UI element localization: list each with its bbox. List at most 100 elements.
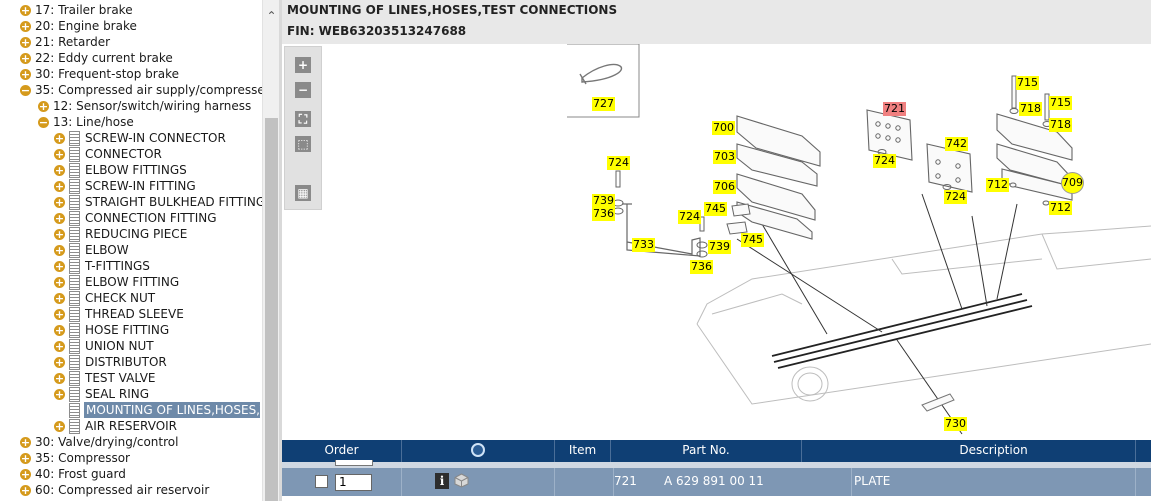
panel-splitter[interactable] — [279, 0, 282, 501]
table-row[interactable]: 1 i 721 A 629 891 00 11 PLATE — [282, 468, 1151, 496]
expand-icon[interactable]: + — [20, 452, 31, 465]
expand-icon[interactable]: + — [54, 132, 65, 145]
tree-node-label[interactable]: UNION NUT — [85, 339, 154, 353]
expand-icon[interactable]: + — [54, 420, 65, 433]
scroll-up-icon[interactable]: ⌃ — [266, 9, 277, 23]
info-icon[interactable]: i — [435, 473, 449, 489]
tree-node[interactable]: + STRAIGHT BULKHEAD FITTING — [0, 194, 266, 210]
expand-icon[interactable]: + — [54, 372, 65, 385]
tree-node-label[interactable]: 21: Retarder — [35, 35, 111, 49]
tree-node[interactable]: + AIR RESERVOIR — [0, 418, 262, 434]
callout-label[interactable]: 724 — [944, 190, 967, 204]
tree-node[interactable]: +TEST VALVE — [0, 370, 262, 386]
expand-icon[interactable]: + — [54, 308, 65, 321]
tree-node[interactable]: MOUNTING OF LINES,HOSES,T — [0, 402, 262, 418]
collapse-icon[interactable]: − — [20, 84, 31, 97]
tree-node[interactable]: + SCREW-IN CONNECTOR — [0, 130, 262, 146]
tree-node[interactable]: +21: Retarder — [0, 34, 262, 50]
tree-node[interactable]: +T-FITTINGS — [0, 258, 262, 274]
expand-icon[interactable]: + — [20, 36, 31, 49]
expand-icon[interactable]: + — [54, 164, 65, 177]
print-drawing-icon[interactable]: ▦ — [295, 185, 311, 201]
expand-icon[interactable]: + — [54, 244, 65, 257]
expand-icon[interactable]: + — [54, 228, 65, 241]
tree-node-label[interactable]: 12: Sensor/switch/wiring harness — [53, 99, 252, 113]
tree-node-label[interactable]: 13: Line/hose — [53, 115, 134, 129]
expand-icon[interactable]: + — [38, 100, 49, 113]
tree-node[interactable]: +35: Compressor — [0, 450, 262, 466]
zoom-out-button[interactable]: − — [295, 82, 311, 98]
column-part-no[interactable]: Part No. — [611, 440, 802, 462]
callout-label[interactable]: 727 — [592, 97, 615, 111]
tree-node-label[interactable]: 17: Trailer brake — [35, 3, 133, 17]
callout-label[interactable]: 733 — [632, 238, 655, 252]
expand-icon[interactable]: + — [54, 196, 65, 209]
callout-label[interactable]: 712 — [986, 178, 1009, 192]
callout-label[interactable]: 736 — [690, 260, 713, 274]
scrollbar-thumb[interactable] — [265, 118, 278, 501]
tree-node-label[interactable]: 30: Valve/drying/control — [35, 435, 179, 449]
tree-node[interactable]: +CHECK NUT — [0, 290, 262, 306]
3d-view-icon[interactable] — [454, 473, 469, 488]
tree-node-label[interactable]: 22: Eddy current brake — [35, 51, 173, 65]
zoom-selection-icon[interactable]: ⬚ — [295, 136, 311, 152]
tree-node[interactable]: +SCREW-IN FITTING — [0, 178, 262, 194]
callout-label[interactable]: 724 — [873, 154, 896, 168]
tree-node[interactable]: +DISTRIBUTOR — [0, 354, 262, 370]
expand-icon[interactable]: + — [20, 484, 31, 497]
search-icon[interactable] — [471, 443, 485, 457]
tree-node-label[interactable]: CHECK NUT — [85, 291, 156, 305]
tree-node-label[interactable]: 35: Compressed air supply/compressed — [35, 83, 273, 97]
quantity-input[interactable]: 1 — [335, 474, 372, 491]
expand-icon[interactable]: + — [54, 356, 65, 369]
callout-label[interactable]: 706 — [713, 180, 736, 194]
tree-node[interactable]: +30: Frequent-stop brake — [0, 66, 262, 82]
tree-node[interactable]: + ELBOW FITTINGS — [0, 162, 262, 178]
expand-icon[interactable]: + — [20, 468, 31, 481]
expand-icon[interactable]: + — [20, 68, 31, 81]
expand-icon[interactable]: + — [20, 20, 31, 33]
tree-node-label[interactable]: 30: Frequent-stop brake — [35, 67, 179, 81]
tree-node[interactable]: +17: Trailer brake — [0, 2, 262, 18]
expand-icon[interactable]: + — [54, 148, 65, 161]
column-description[interactable]: Description — [852, 440, 1136, 462]
tree-node-label[interactable]: STRAIGHT BULKHEAD FITTING — [85, 195, 266, 209]
callout-label[interactable]: 703 — [713, 150, 736, 164]
tree-node-label[interactable]: ELBOW FITTINGS — [85, 163, 187, 177]
tree-node[interactable]: +22: Eddy current brake — [0, 50, 262, 66]
tree-node[interactable]: +CONNECTOR — [0, 146, 262, 162]
tree-node[interactable]: +HOSE FITTING — [0, 322, 262, 338]
column-search[interactable] — [402, 440, 555, 462]
tree-node-label[interactable]: AIR RESERVOIR — [85, 419, 178, 433]
expand-icon[interactable]: + — [54, 340, 65, 353]
tree-node[interactable]: −35: Compressed air supply/compressed — [0, 82, 272, 98]
tree-node[interactable]: +CONNECTION FITTING — [0, 210, 262, 226]
expand-icon[interactable]: + — [54, 212, 65, 225]
tree-node[interactable]: +ELBOW FITTING — [0, 274, 262, 290]
order-checkbox[interactable] — [315, 475, 328, 488]
callout-selected[interactable]: 721 — [883, 102, 906, 116]
tree-node[interactable]: +30: Valve/drying/control — [0, 434, 262, 450]
tree-node-label[interactable]: SCREW-IN CONNECTOR — [85, 131, 226, 145]
tree-node[interactable]: +12: Sensor/switch/wiring harness — [0, 98, 262, 114]
tree-node[interactable]: −13: Line/hose — [0, 114, 262, 130]
tree-node-label[interactable]: 60: Compressed air reservoir — [35, 483, 210, 497]
expand-icon[interactable]: + — [20, 436, 31, 449]
callout-label[interactable]: 712 — [1049, 201, 1072, 215]
tree-node[interactable]: +60: Compressed air reservoir — [0, 482, 262, 498]
tree-node-label[interactable]: ELBOW FITTING — [85, 275, 180, 289]
tree-node-label[interactable]: THREAD SLEEVE — [85, 307, 184, 321]
tree-node[interactable]: +ELBOW — [0, 242, 262, 258]
tree-node-label[interactable]: SEAL RING — [85, 387, 150, 401]
drawing-canvas[interactable] — [282, 44, 1151, 438]
callout-label[interactable]: 745 — [704, 202, 727, 216]
callout-label[interactable]: 745 — [741, 233, 764, 247]
tree-node-label[interactable]: MOUNTING OF LINES,HOSES,T — [84, 402, 260, 418]
callout-label[interactable]: 724 — [678, 210, 701, 224]
tree-node-label[interactable]: REDUCING PIECE — [85, 227, 188, 241]
tree-node-label[interactable]: HOSE FITTING — [85, 323, 170, 337]
tree-node[interactable]: + UNION NUT — [0, 338, 262, 354]
callout-label[interactable]: 736 — [592, 207, 615, 221]
callout-label[interactable]: 730 — [944, 417, 967, 431]
